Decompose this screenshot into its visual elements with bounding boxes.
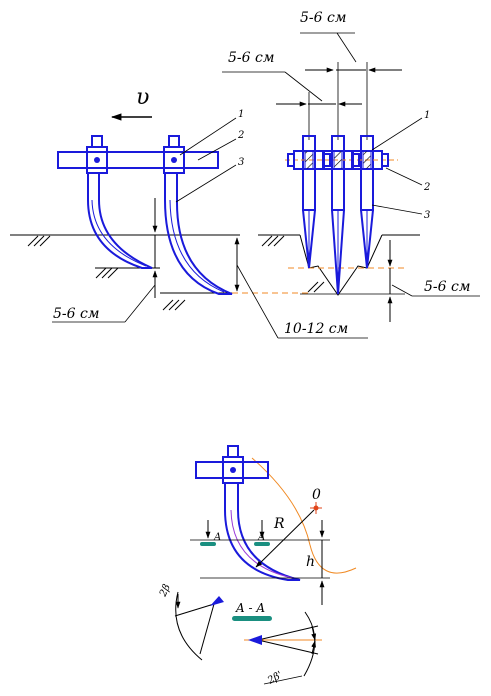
soil-hatch-left xyxy=(27,235,186,311)
dim-spacing-top: 5-6 см xyxy=(300,10,346,26)
front-part-label-2: 2 xyxy=(423,182,430,193)
tip-section-left xyxy=(210,596,224,606)
section-mark-right: A xyxy=(257,532,265,543)
front-part-label-1: 1 xyxy=(424,110,430,121)
front-tine-2 xyxy=(331,135,345,295)
part-label-3: 3 xyxy=(238,157,244,168)
height-label: h xyxy=(306,554,315,570)
front-tine-1 xyxy=(302,135,316,269)
front-clamp-3 xyxy=(351,150,389,170)
tine-1 xyxy=(87,172,153,269)
section-mark-left: A xyxy=(213,532,221,543)
front-tine-3 xyxy=(360,135,374,269)
front-view: 5-6 см 5-6 см xyxy=(222,10,480,322)
dim-total-depth: 10-12 см xyxy=(284,321,348,337)
angle-left-label: 2β xyxy=(157,583,173,600)
part-label-2: 2 xyxy=(237,130,244,141)
beam-bottom xyxy=(195,461,269,479)
tine-bottom xyxy=(224,482,301,581)
radius-label: R xyxy=(273,516,285,532)
soil-hatch-right xyxy=(261,235,325,293)
tine-2 xyxy=(164,172,233,295)
radius-line xyxy=(255,509,315,568)
front-part-label-3: 3 xyxy=(424,210,430,221)
tip-section-right xyxy=(248,635,262,645)
dim-spacing-mid: 5-6 см xyxy=(228,50,274,66)
center-label: 0 xyxy=(312,487,321,503)
part-label-1: 1 xyxy=(238,109,244,120)
side-view: υ 1 2 3 xyxy=(10,85,368,339)
section-title: A - A xyxy=(235,601,265,615)
velocity-label: υ xyxy=(136,85,149,110)
dim-right-depth: 5-6 см xyxy=(424,279,470,295)
angle-right-label: 2β' xyxy=(265,670,284,687)
tool-beam xyxy=(57,151,219,169)
dim-left-depth: 5-6 см xyxy=(53,306,99,322)
tine-geometry: h 0 R A A 2β A - A 2β' xyxy=(157,445,357,687)
